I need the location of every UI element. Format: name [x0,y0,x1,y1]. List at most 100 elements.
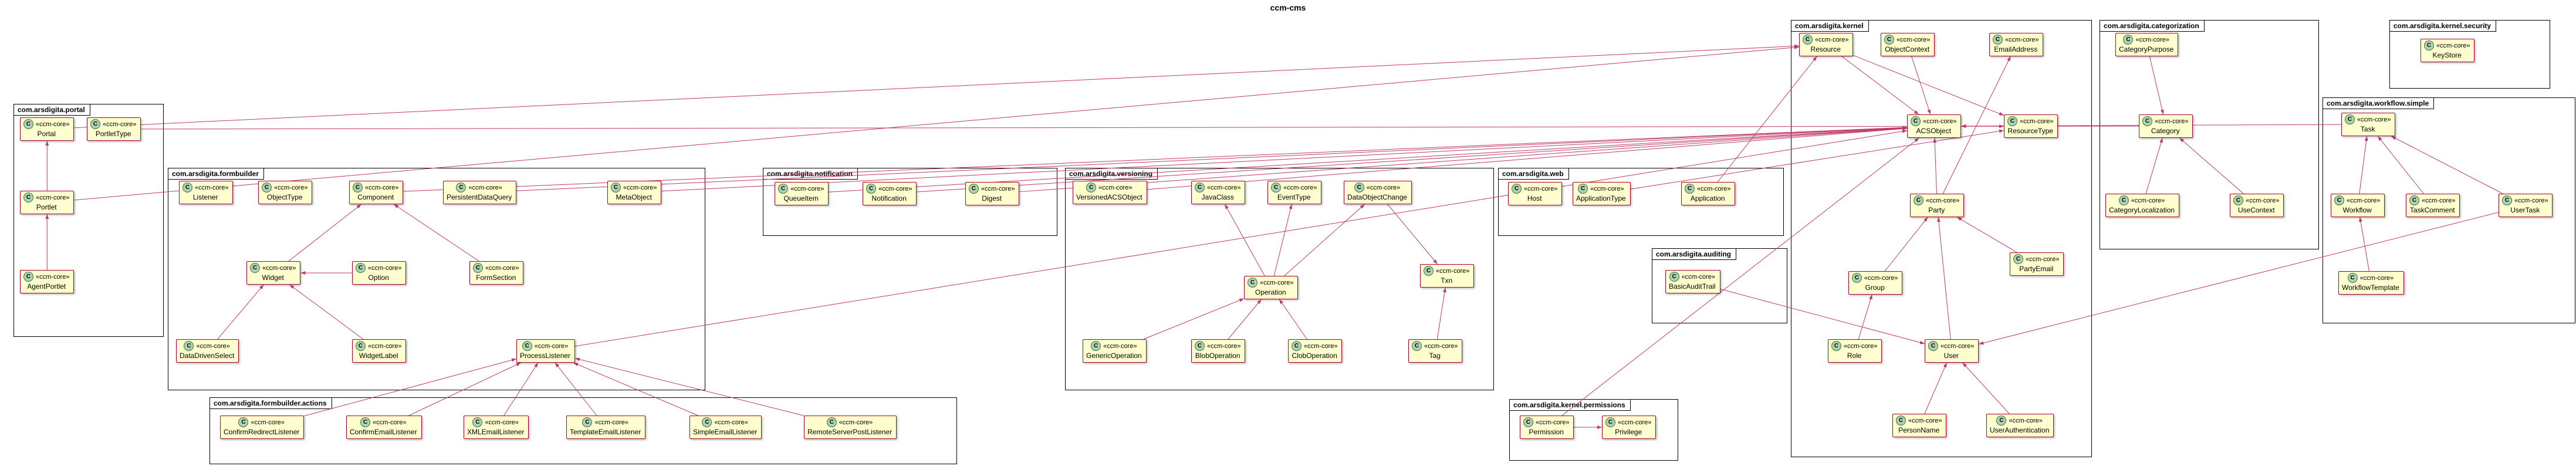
package-kernel-security-label: com.arsdigita.kernel.security [2389,20,2497,32]
stereotype-label: «ccm-core» [485,264,519,272]
class-name: CategoryLocalization [2109,206,2175,214]
class-name: DataDrivenSelect [180,352,235,360]
class-Portlet: C«ccm-core»Portlet [20,191,75,214]
class-icon: C [353,183,363,193]
class-icon: C [2118,195,2129,205]
class-name: PersistentDataQuery [447,193,512,201]
class-XMLEmailListener: C«ccm-core»XMLEmailListener [464,416,529,439]
stereotype-label: «ccm-core» [485,418,519,426]
class-header: C«ccm-core» [1831,341,1877,351]
class-name: GenericOperation [1086,352,1142,360]
class-header: C«ccm-core» [1669,272,1716,282]
class-Digest: C«ccm-core»Digest [965,182,1020,205]
class-header: C«ccm-core» [1990,416,2049,426]
class-CategoryLocalization: C«ccm-core»CategoryLocalization [2105,194,2180,217]
class-icon: C [611,183,621,193]
package-kernel-security: com.arsdigita.kernel.security [2389,20,2550,89]
stereotype-label: «ccm-core» [1864,274,1898,282]
class-header: C«ccm-core» [1685,184,1730,194]
package-kernel: com.arsdigita.kernel [1791,20,2092,457]
class-name: ProcessListener [520,352,571,360]
class-name: RemoteServerPostListener [807,428,893,436]
class-FormSection: C«ccm-core»FormSection [469,261,524,285]
class-name: PartyEmail [2019,265,2054,273]
class-header: C«ccm-core» [1512,184,1557,194]
class-header: C«ccm-core» [2424,40,2470,50]
class-Portal: C«ccm-core»Portal [20,117,75,141]
class-name: ConfirmEmailListener [350,428,417,436]
class-CategoryPurpose: C«ccm-core»CategoryPurpose [2115,33,2179,56]
class-Txn: C«ccm-core»Txn [1420,264,1475,288]
class-icon: C [1523,417,1533,427]
class-header: C«ccm-core» [90,119,136,129]
class-MetaObject: C«ccm-core»MetaObject [607,181,662,204]
class-icon: C [1412,341,1422,351]
class-icon: C [2345,114,2355,124]
class-Operation: C«ccm-core»Operation [1244,276,1299,299]
class-icon: C [1248,278,1257,288]
class-EmailAddress: C«ccm-core»EmailAddress [1989,33,2044,56]
class-Notification: C«ccm-core»Notification [863,182,917,205]
stereotype-label: «ccm-core» [1681,273,1716,281]
class-Option: C«ccm-core»Option [352,261,407,285]
stereotype-label: «ccm-core» [2359,274,2394,282]
class-SimpleEmailListener: C«ccm-core»SimpleEmailListener [689,416,762,439]
stereotype-label: «ccm-core» [2026,255,2060,263]
class-icon: C [1354,183,1364,193]
stereotype-label: «ccm-core» [1908,417,1942,424]
class-header: C«ccm-core» [2119,35,2173,45]
stereotype-label: «ccm-core» [2357,116,2391,123]
stereotype-label: «ccm-core» [2135,36,2169,43]
class-name: ApplicationType [1576,194,1626,202]
class-name: Permission [1529,428,1564,436]
package-portal: com.arsdigita.portal [13,104,164,337]
class-icon: C [1512,184,1522,194]
class-icon: C [2142,116,2152,126]
class-VersionedACSObject: C«ccm-core»VersionedACSObject [1073,181,1147,204]
class-name: EventType [1277,193,1311,201]
class-GenericOperation: C«ccm-core»GenericOperation [1083,339,1147,363]
class-header: C«ccm-core» [467,417,524,427]
class-icon: C [473,263,483,273]
class-icon: C [1831,341,1841,351]
package-categorization: com.arsdigita.categorization [2100,20,2319,249]
class-icon: C [702,417,712,427]
package-kernel-label: com.arsdigita.kernel [1791,20,1869,32]
class-name: AgentPortlet [27,282,66,291]
class-header: C«ccm-core» [1347,183,1407,193]
class-name: ACSObject [1916,127,1951,135]
class-name: User [1943,352,1959,360]
class-Privilege: C«ccm-core»Privilege [1602,416,1657,439]
stereotype-label: «ccm-core» [274,184,308,191]
class-header: C«ccm-core» [1803,35,1848,45]
class-header: C«ccm-core» [23,119,69,129]
class-icon: C [1896,416,1906,426]
class-name: JavaClass [1201,193,1234,201]
stereotype-label: «ccm-core» [1590,185,1624,193]
class-icon: C [1884,35,1894,45]
class-header: C«ccm-core» [611,183,657,193]
package-kernel-permissions-label: com.arsdigita.kernel.permissions [1509,399,1631,411]
class-WorkflowTemplate: C«ccm-core»WorkflowTemplate [2338,271,2404,295]
class-icon: C [2502,195,2512,205]
class-icon: C [2347,273,2358,283]
stereotype-label: «ccm-core» [373,418,407,426]
stereotype-label: «ccm-core» [2246,197,2280,204]
stereotype-label: «ccm-core» [1436,267,1470,275]
stereotype-label: «ccm-core» [2347,197,2381,204]
class-DataDrivenSelect: C«ccm-core»DataDrivenSelect [176,339,239,363]
stereotype-label: «ccm-core» [1424,342,1458,350]
stereotype-label: «ccm-core» [251,418,285,426]
stereotype-label: «ccm-core» [1366,184,1401,191]
class-name: QueueItem [783,194,819,202]
package-categorization-label: com.arsdigita.categorization [2100,20,2205,32]
class-name: PersonName [1898,426,1940,434]
class-name: BlobOperation [1195,352,1240,360]
class-header: C«ccm-core» [1914,195,1959,205]
class-header: C«ccm-core» [473,263,519,273]
class-header: C«ccm-core» [353,183,398,193]
class-EventType: C«ccm-core»EventType [1267,181,1322,204]
class-header: C«ccm-core» [23,193,69,202]
class-QueueItem: C«ccm-core»QueueItem [775,182,829,205]
stereotype-label: «ccm-core» [534,342,569,350]
